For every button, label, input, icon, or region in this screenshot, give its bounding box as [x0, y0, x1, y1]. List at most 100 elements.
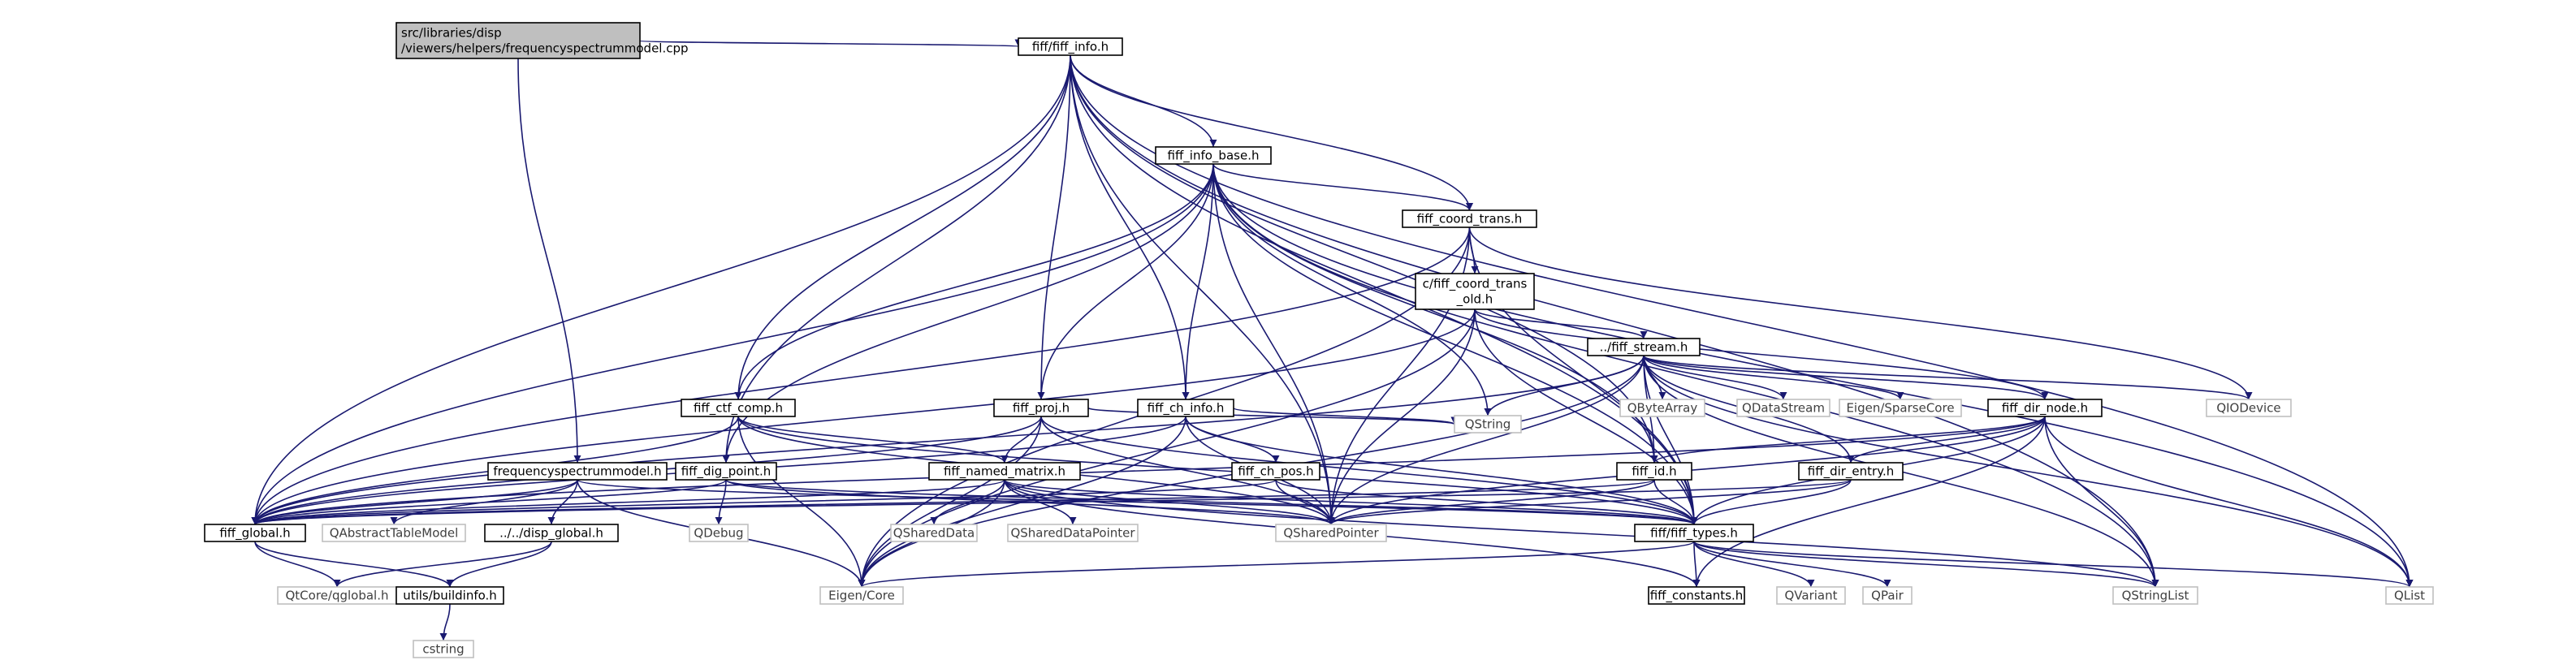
- node-box-fiff_stream: [1587, 338, 1701, 356]
- edge-fiff_info-to-fiff_global: [251, 54, 1071, 525]
- node-fiff_dir_entry[interactable]: fiff_dir_entry.h: [1798, 462, 1904, 481]
- node-label-QByteArray: QByteArray: [1627, 401, 1698, 416]
- node-Eigen_Core: Eigen/Core: [819, 586, 904, 605]
- node-box-QStringList: [2112, 586, 2198, 605]
- node-box-root: [395, 22, 641, 59]
- node-QSharedPointer: QSharedPointer: [1275, 524, 1387, 542]
- node-label-QStringList: QStringList: [2122, 589, 2189, 603]
- node-box-Eigen_Core: [819, 586, 904, 605]
- node-QList: QList: [2385, 586, 2434, 605]
- node-fiff_ctf_comp[interactable]: fiff_ctf_comp.h: [681, 399, 796, 417]
- edge-fiff_dig_point-to-QSharedPointer: [725, 479, 1335, 525]
- node-fiff_named_matrix[interactable]: fiff_named_matrix.h: [928, 462, 1081, 481]
- node-fiff_constants[interactable]: fiff_constants.h: [1648, 586, 1745, 605]
- node-EigenSparseCore: Eigen/SparseCore: [1839, 399, 1962, 417]
- node-box-fiff_global: [204, 524, 306, 542]
- node-freqmodel_h[interactable]: frequencyspectrummodel.h: [487, 462, 668, 481]
- node-QDataStream: QDataStream: [1736, 399, 1830, 417]
- edge-fiff_dir_node-to-fiff_id: [1650, 416, 2046, 464]
- node-label-freqmodel_h: frequencyspectrummodel.h: [493, 464, 661, 479]
- node-utils_buildinfo[interactable]: utils/buildinfo.h: [395, 586, 504, 605]
- edge-fiff_types-to-QPair: [1693, 541, 1891, 588]
- edge-fiff_named_matrix-to-fiff_types: [1004, 479, 1698, 525]
- node-fiff_global[interactable]: fiff_global.h: [204, 524, 306, 542]
- node-label-fiff_coord_trans: fiff_coord_trans.h: [1417, 212, 1523, 227]
- node-label-QAbstractTableModel: QAbstractTableModel: [330, 526, 459, 541]
- edge-fiff_named_matrix-to-QSharedDataPointer: [1004, 479, 1077, 525]
- edge-fiff_proj-to-fiff_types: [1040, 416, 1698, 525]
- edge-fiff_types-to-QStringList: [1693, 541, 2159, 588]
- edge-fiff_info_base-to-QSharedPointer: [1212, 163, 1335, 525]
- node-disp_global[interactable]: ../../disp_global.h: [484, 524, 619, 542]
- node-label-fiff_dig_point: fiff_dig_point.h: [681, 464, 772, 480]
- node-fiff_types[interactable]: fiff/fiff_types.h: [1634, 524, 1754, 542]
- node-box-fiff_constants: [1648, 586, 1745, 605]
- edge-fiff_coord_trans-to-QIODevice: [1468, 226, 2253, 400]
- edge-fiff_stream-to-QSharedPointer: [1327, 355, 1645, 525]
- node-fiff_info_base[interactable]: fiff_info_base.h: [1155, 146, 1272, 165]
- node-box-fiff_ch_pos: [1231, 462, 1320, 481]
- node-box-EigenSparseCore: [1839, 399, 1962, 417]
- edge-fiff_named_matrix-to-QSharedPointer: [1004, 479, 1335, 525]
- edge-root-to-fiff_info: [639, 38, 1022, 48]
- edge-fiff_ch_info-to-QString: [1233, 407, 1459, 425]
- node-label-fiff_id: fiff_id.h: [1632, 464, 1676, 480]
- edge-fiff_named_matrix-to-QStringList: [1004, 479, 2159, 588]
- node-label-c_fiff_coord_trans_old: c/fiff_coord_trans: [1423, 277, 1528, 292]
- node-box-QPair: [1862, 586, 1913, 605]
- edge-fiff_ch_pos-to-fiff_types: [1275, 479, 1698, 525]
- node-label-root: src/libraries/disp: [401, 26, 502, 41]
- node-label-utils_buildinfo: utils/buildinfo.h: [403, 589, 497, 603]
- edge-fiff_info-to-QStringList: [1070, 54, 2159, 588]
- node-c_fiff_coord_trans_old[interactable]: c/fiff_coord_trans_old.h: [1415, 273, 1535, 310]
- node-box-QSharedData: [890, 524, 978, 542]
- edge-fiff_info-to-fiff_types: [1070, 54, 1698, 525]
- edge-fiff_info_base-to-fiff_types: [1212, 163, 1698, 525]
- node-label-fiff_ch_info: fiff_ch_info.h: [1148, 401, 1225, 416]
- node-box-cstring: [413, 640, 474, 658]
- node-box-fiff_coord_trans: [1402, 209, 1537, 228]
- node-label-QSharedPointer: QSharedPointer: [1283, 526, 1379, 541]
- node-box-QIODevice: [2206, 399, 2292, 417]
- edge-fiff_stream-to-fiff_dir_node: [1643, 355, 2049, 400]
- edge-fiff_named_matrix-to-fiff_global: [251, 479, 1005, 525]
- node-label-EigenSparseCore: Eigen/SparseCore: [1846, 401, 1954, 416]
- node-root[interactable]: src/libraries/disp/viewers/helpers/frequ…: [395, 22, 689, 59]
- edge-fiff_dir_entry-to-QSharedPointer: [1327, 479, 1852, 525]
- node-fiff_ch_pos[interactable]: fiff_ch_pos.h: [1231, 462, 1320, 481]
- node-fiff_id[interactable]: fiff_id.h: [1616, 462, 1692, 481]
- edge-freqmodel_h-to-fiff_global: [251, 479, 578, 525]
- node-fiff_dig_point[interactable]: fiff_dig_point.h: [675, 462, 777, 481]
- node-fiff_dir_node[interactable]: fiff_dir_node.h: [1987, 399, 2103, 417]
- node-fiff_stream[interactable]: ../fiff_stream.h: [1587, 338, 1701, 356]
- node-fiff_ch_info[interactable]: fiff_ch_info.h: [1137, 399, 1234, 417]
- edge-fiff_types-to-fiff_constants: [1692, 541, 1701, 588]
- edge-fiff_info-to-fiff_coord_trans: [1070, 54, 1473, 211]
- node-box-fiff_ctf_comp: [681, 399, 796, 417]
- node-label-QVariant: QVariant: [1784, 589, 1837, 603]
- node-box-QVariant: [1776, 586, 1846, 605]
- node-QStringList: QStringList: [2112, 586, 2198, 605]
- edge-fiff_ctf_comp-to-fiff_types: [737, 416, 1698, 525]
- node-fiff_info[interactable]: fiff/fiff_info.h: [1018, 37, 1123, 56]
- node-box-disp_global: [484, 524, 619, 542]
- edge-fiff_dig_point-to-fiff_types: [725, 479, 1698, 525]
- edge-fiff_proj-to-fiff_named_matrix: [1001, 416, 1042, 464]
- node-fiff_proj[interactable]: fiff_proj.h: [993, 399, 1089, 417]
- edge-fiff_info-to-fiff_ctf_comp: [734, 54, 1071, 400]
- edge-fiff_stream-to-QString: [1484, 355, 1645, 416]
- node-box-QList: [2385, 586, 2434, 605]
- node-label-QIODevice: QIODevice: [2216, 401, 2280, 416]
- node-label-cstring: cstring: [422, 642, 464, 657]
- node-fiff_coord_trans[interactable]: fiff_coord_trans.h: [1402, 209, 1537, 228]
- node-label-fiff_info_base: fiff_info_base.h: [1168, 149, 1260, 164]
- node-label-QtCore_qglobal: QtCore/qglobal.h: [285, 589, 388, 603]
- edge-c_fiff_coord_trans_old-to-fiff_global: [251, 308, 1476, 525]
- edge-fiff_dir_entry-to-fiff_types: [1690, 479, 1852, 525]
- node-label-Eigen_Core: Eigen/Core: [828, 589, 895, 603]
- node-label-fiff_dir_node: fiff_dir_node.h: [2002, 401, 2088, 416]
- node-QVariant: QVariant: [1776, 586, 1846, 605]
- edge-fiff_types-to-QList: [1693, 541, 2414, 588]
- node-label-fiff_stream: ../fiff_stream.h: [1600, 340, 1688, 356]
- edge-fiff_coord_trans-to-fiff_global: [251, 226, 1471, 525]
